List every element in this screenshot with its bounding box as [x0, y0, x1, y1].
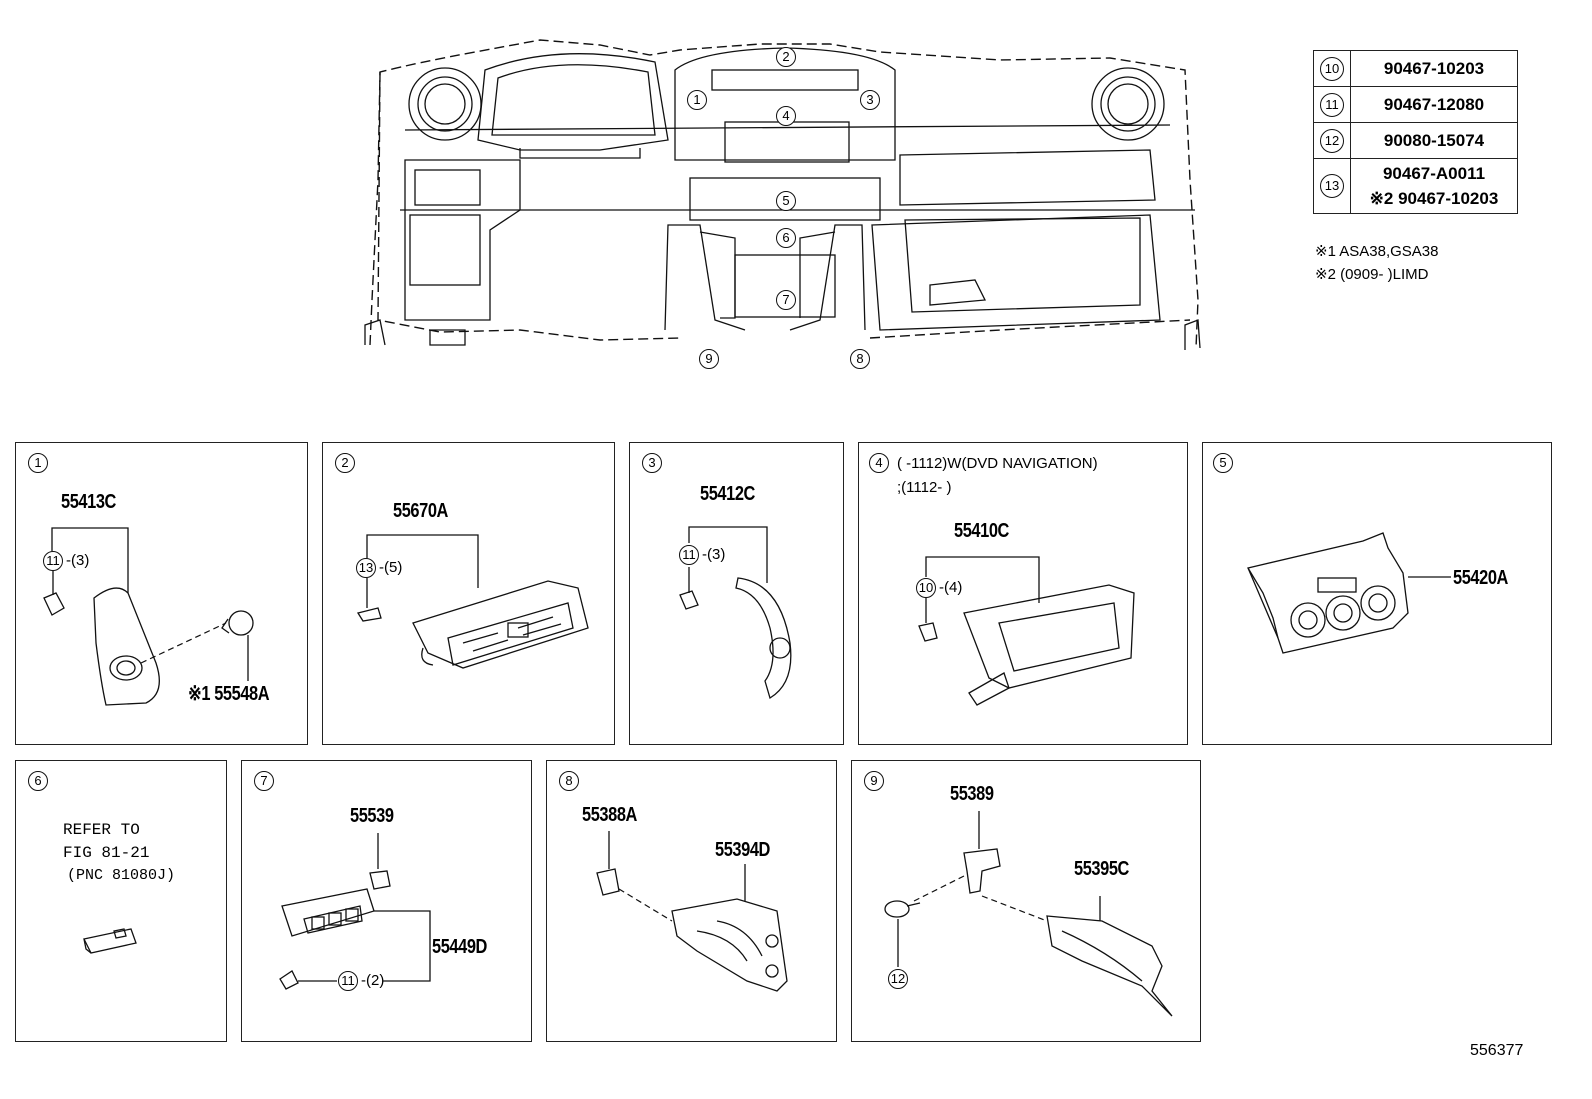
footnote-2: ※2 (0909- )LIMD [1315, 266, 1429, 283]
ref-part-13[interactable]: 90467-A0011 [1382, 164, 1486, 183]
clip-qty: -(4) [939, 579, 963, 596]
overview-callout-1[interactable]: 1 [687, 90, 707, 110]
part-55412C[interactable]: 55412C [700, 483, 755, 505]
table-row: 13 90467-A0011 ※2 90467-10203 [1313, 158, 1518, 214]
panel-3-drawing [679, 526, 792, 699]
diagram-id: 556377 [1470, 1042, 1524, 1059]
panel-7: 7 55539 55449D 11 -(2) [241, 760, 532, 1042]
condition-line-2: ;(1112- ) [897, 479, 952, 496]
screw-callout-12[interactable]: 12 [888, 969, 908, 989]
part-55670A[interactable]: 55670A [393, 500, 448, 522]
panel-4-number: 4 [869, 453, 889, 473]
clip-qty: -(3) [66, 552, 90, 569]
panel-9-drawing [884, 811, 1173, 1017]
part-55413C[interactable]: 55413C [61, 491, 116, 513]
overview-callout-2[interactable]: 2 [776, 47, 796, 67]
panel-9-number: 9 [864, 771, 884, 791]
panel-5-drawing [1247, 532, 1451, 654]
fig-ref-link[interactable]: FIG 81-21 [63, 844, 150, 862]
ref-num-12: 12 [1320, 128, 1344, 153]
ref-num-13: 13 [1320, 174, 1344, 198]
overview-callout-6[interactable]: 6 [776, 228, 796, 248]
table-row: 10 90467-10203 [1313, 50, 1518, 87]
panel-6-number: 6 [28, 771, 48, 791]
clip-callout-10[interactable]: 10 [916, 578, 936, 598]
overview-callout-8[interactable]: 8 [850, 349, 870, 369]
part-55395C[interactable]: 55395C [1074, 858, 1129, 880]
part-55539[interactable]: 55539 [350, 805, 394, 827]
panel-7-number: 7 [254, 771, 274, 791]
panel-1-drawing [43, 527, 254, 706]
ref-part-12[interactable]: 90080-15074 [1350, 122, 1518, 159]
part-55449D[interactable]: 55449D [432, 936, 487, 958]
panel-9: 9 55389 55395C 12 [851, 760, 1201, 1042]
clip-qty: -(2) [361, 972, 385, 989]
panel-2-number: 2 [335, 453, 355, 473]
panel-8-drawing [596, 831, 788, 992]
clip-callout-11[interactable]: 11 [679, 545, 699, 565]
panel-3-number: 3 [642, 453, 662, 473]
overview-callout-4[interactable]: 4 [776, 106, 796, 126]
condition-line-1: ( -1112)W(DVD NAVIGATION) [897, 455, 1098, 472]
panel-6: 6 REFER TO FIG 81-21 (PNC 81080J) [15, 760, 227, 1042]
panel-8: 8 55388A 55394D [546, 760, 837, 1042]
refer-to-text: REFER TO [63, 821, 140, 839]
table-row: 11 90467-12080 [1313, 86, 1518, 123]
ref-num-10: 10 [1320, 56, 1344, 81]
part-55394D[interactable]: 55394D [715, 839, 770, 861]
panel-4: 4 ( -1112)W(DVD NAVIGATION) ;(1112- ) 55… [858, 442, 1188, 745]
clip-callout-11[interactable]: 11 [43, 551, 63, 571]
part-55410C[interactable]: 55410C [954, 520, 1009, 542]
part-55389[interactable]: 55389 [950, 783, 994, 805]
panel-7-drawing [279, 833, 431, 990]
overview-callout-3[interactable]: 3 [860, 90, 880, 110]
ref-part-11[interactable]: 90467-12080 [1350, 86, 1518, 123]
ref-part-13-alt[interactable]: ※2 90467-10203 [1369, 189, 1499, 208]
pnc-ref: (PNC 81080J) [67, 867, 176, 884]
clip-callout-13[interactable]: 13 [356, 558, 376, 578]
overview-callout-5[interactable]: 5 [776, 191, 796, 211]
panel-5: 5 55420A [1202, 442, 1552, 745]
panel-8-number: 8 [559, 771, 579, 791]
clip-callout-11[interactable]: 11 [338, 971, 358, 991]
overview-callout-7[interactable]: 7 [776, 290, 796, 310]
panel-1: 1 55413C 11 -(3) ※1 55548A [15, 442, 308, 745]
panel-4-drawing [918, 556, 1135, 706]
footnote-1: ※1 ASA38,GSA38 [1315, 243, 1439, 260]
ref-num-11: 11 [1320, 92, 1344, 117]
panel-2: 2 55670A 13 -(5) [322, 442, 615, 745]
fastener-reference-table: 10 90467-10203 11 90467-12080 12 90080-1… [1313, 50, 1518, 214]
panel-2-drawing [356, 534, 589, 669]
panel-1-number: 1 [28, 453, 48, 473]
panel-3: 3 55412C 11 -(3) [629, 442, 844, 745]
part-55388A[interactable]: 55388A [582, 804, 637, 826]
table-row: 12 90080-15074 [1313, 122, 1518, 159]
overview-callout-9[interactable]: 9 [699, 349, 719, 369]
ref-part-10[interactable]: 90467-10203 [1350, 50, 1518, 87]
part-55548A[interactable]: ※1 55548A [188, 683, 270, 705]
clip-qty: -(3) [702, 546, 726, 563]
clip-qty: -(5) [379, 559, 403, 576]
panel-5-number: 5 [1213, 453, 1233, 473]
panel-6-drawing [83, 928, 137, 954]
part-55420A[interactable]: 55420A [1453, 567, 1508, 589]
